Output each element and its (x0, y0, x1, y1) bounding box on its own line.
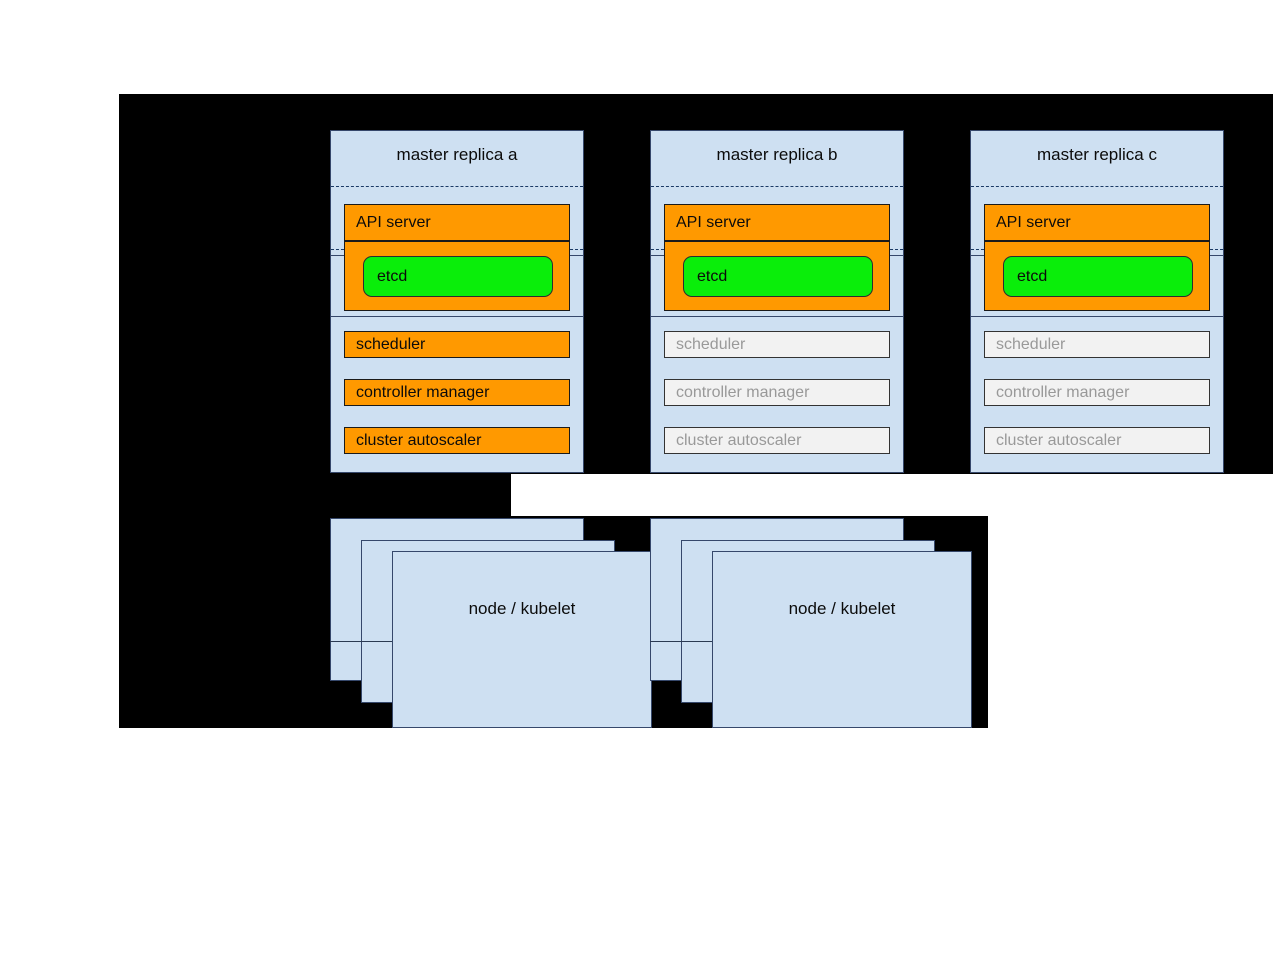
component-api-server-b[interactable]: API server (664, 204, 890, 241)
component-cluster-autoscaler-c[interactable]: cluster autoscaler (984, 427, 1210, 454)
component-api-server-c[interactable]: API server (984, 204, 1210, 241)
replica-c-etcd-line-bot (971, 316, 1223, 317)
component-cluster-autoscaler-a[interactable]: cluster autoscaler (344, 427, 570, 454)
component-etcd-b[interactable]: etcd (683, 256, 873, 297)
replica-b-etcd-line-bot (651, 316, 903, 317)
node-right-label: node / kubelet (788, 599, 896, 618)
master-replica-c-title: master replica c (1037, 145, 1157, 164)
master-replica-a-title: master replica a (396, 145, 518, 164)
component-etcd-c[interactable]: etcd (1003, 256, 1193, 297)
component-controller-manager-a[interactable]: controller manager (344, 379, 570, 406)
component-scheduler-b[interactable]: scheduler (664, 331, 890, 358)
replica-a-etcd-line-bot (331, 316, 583, 317)
component-api-server-a[interactable]: API server (344, 204, 570, 241)
component-scheduler-c[interactable]: scheduler (984, 331, 1210, 358)
replica-c-divider-top (971, 186, 1223, 187)
node-left-label: node / kubelet (468, 599, 576, 618)
component-cluster-autoscaler-b[interactable]: cluster autoscaler (664, 427, 890, 454)
replica-b-divider-top (651, 186, 903, 187)
component-etcd-a[interactable]: etcd (363, 256, 553, 297)
component-scheduler-a[interactable]: scheduler (344, 331, 570, 358)
node-left-front[interactable]: node / kubelet (392, 551, 652, 728)
replica-a-divider-top (331, 186, 583, 187)
component-controller-manager-b[interactable]: controller manager (664, 379, 890, 406)
master-replica-b-title: master replica b (716, 145, 838, 164)
node-right-front[interactable]: node / kubelet (712, 551, 972, 728)
component-controller-manager-c[interactable]: controller manager (984, 379, 1210, 406)
